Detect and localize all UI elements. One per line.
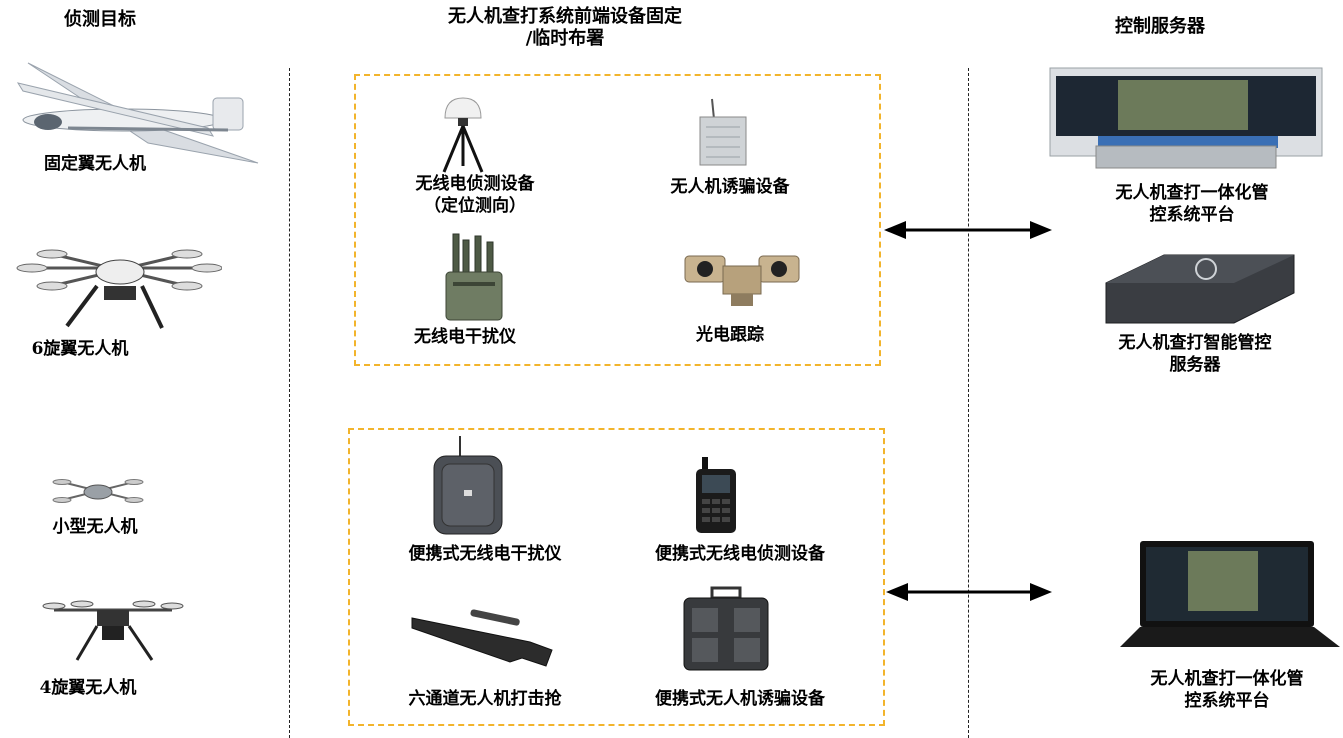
portable-label-portable-spoofer: 便携式无人机诱骗设备 [655,689,825,709]
server-label-platform-2: 无人机查打一体化管 控系统平台 [1127,668,1327,712]
server-label-platform-1: 无人机查打一体化管 控系统平台 [1092,182,1292,226]
fixed-label-radio-jammer: 无线电干扰仪 [414,327,516,347]
radio-jammer-icon [445,233,503,321]
hexacopter-drone-icon [16,249,222,329]
target-label-fixed-wing: 固定翼无人机 [44,154,146,174]
server-label-platform-1-line1: 无人机查打一体化管 [1115,183,1269,203]
divider-right [968,68,969,738]
small-drone-icon [52,479,144,503]
portable-spoofer-icon [683,586,769,671]
portable-label-jammer-gun: 六通道无人机打击抢 [408,689,562,709]
target-label-hexacopter: 6旋翼无人机 [31,339,129,359]
spoofing-device-icon [699,98,747,166]
fixed-label-spoofing-device: 无人机诱骗设备 [670,177,790,197]
divider-left [289,68,290,738]
fixed-label-eo-tracker: 光电跟踪 [696,325,764,345]
portable-label-handheld-detector: 便携式无线电侦测设备 [655,544,825,564]
server-label-smart-server-line1: 无人机查打智能管控 [1118,333,1272,353]
radio-detector-icon [442,97,484,173]
fixed-link-arrow [884,221,1052,239]
server-label-platform-2-line2: 控系统平台 [1184,691,1270,711]
server-label-platform-2-line1: 无人机查打一体化管 [1150,669,1304,689]
fixed-label-radio-detector-line1: 无线电侦测设备 [415,174,535,194]
header-frontend: 无人机查打系统前端设备固定 /临时布署 [400,6,730,50]
header-frontend-line2: /临时布署 [525,28,605,49]
portable-label-backpack-jammer: 便携式无线电干扰仪 [408,544,562,564]
laptop-icon [1120,541,1340,647]
quadcopter-drone-icon [42,600,184,661]
server-label-platform-1-line2: 控系统平台 [1149,205,1235,225]
server-label-smart-server: 无人机查打智能管控 服务器 [1095,332,1295,376]
header-frontend-line1: 无人机查打系统前端设备固定 [448,6,682,27]
server-box-icon [1105,254,1295,324]
fixed-wing-drone-icon [16,62,259,164]
fixed-label-radio-detector-line2: （定位测向） [424,196,526,216]
header-control: 控制服务器 [1115,16,1205,37]
portable-deployment-group [348,428,885,726]
target-label-small-drone: 小型无人机 [52,517,138,537]
fixed-label-radio-detector: 无线电侦测设备 （定位测向） [390,173,560,217]
backpack-jammer-icon [433,436,503,535]
handheld-detector-icon [696,457,736,533]
header-targets: 侦测目标 [64,9,136,30]
server-label-smart-server-line2: 服务器 [1169,355,1221,375]
target-label-quadcopter: 4旋翼无人机 [39,678,137,698]
fixed-deployment-group [354,74,881,366]
command-center-screen-icon [1049,67,1323,169]
jammer-gun-icon [411,609,553,667]
portable-link-arrow [886,583,1052,601]
eo-tracker-icon [684,255,800,306]
